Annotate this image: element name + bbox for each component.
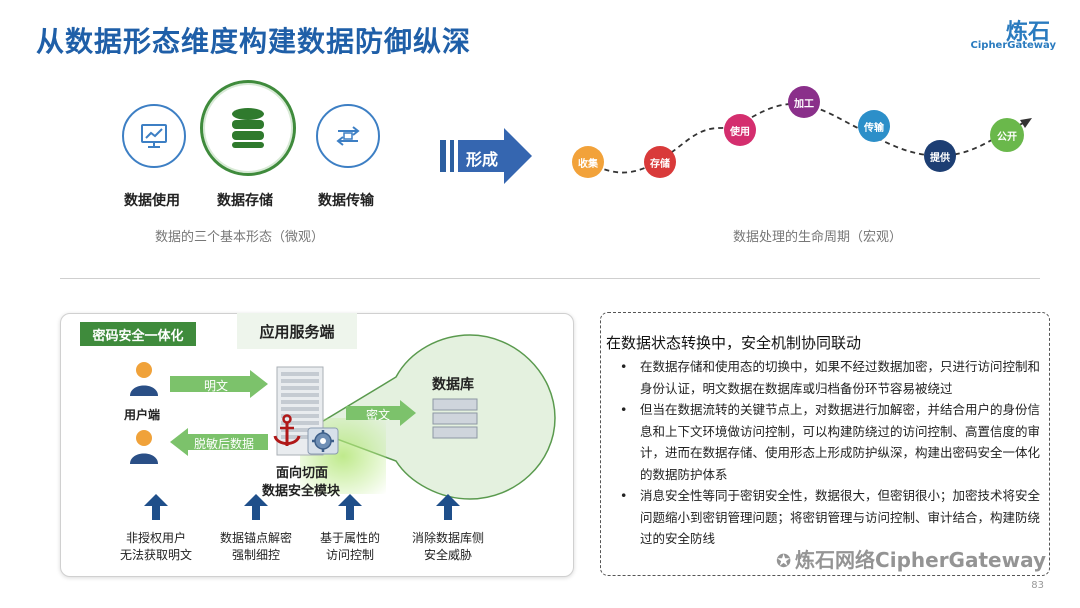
form-arrow-label: 形成	[466, 150, 499, 169]
form-arrow	[440, 128, 532, 184]
lifecycle-caption: 数据处理的生命周期（宏观）	[733, 230, 903, 245]
anchor-icon	[273, 414, 301, 446]
up-arrow-2	[244, 494, 268, 520]
crypto-integration-tag: 密码安全一体化	[80, 322, 196, 346]
logo-cn: 炼石	[1005, 20, 1050, 45]
user-avatar-bottom	[130, 430, 158, 464]
stage-use: 使用	[724, 114, 756, 146]
app-server-label: 应用服务端	[237, 313, 357, 349]
form-label-usage: 数据使用	[124, 193, 180, 209]
desensitized-arrow	[170, 428, 268, 456]
database-label: 数据库	[432, 377, 474, 393]
wechat-icon: ✪	[775, 551, 792, 572]
bullet-2: 但当在数据流转的关键节点上，对数据进行加解密，并结合用户的身份信息和上下文环境做…	[614, 399, 1040, 485]
plaintext-arrow	[170, 370, 268, 398]
explanation-title: 在数据状态转换中，安全机制协同联动	[606, 334, 862, 352]
gear-icon	[307, 427, 339, 455]
data-usage-circle	[122, 104, 186, 168]
up-arrow-4	[436, 494, 460, 520]
stage-transmit: 传输	[858, 110, 890, 142]
database-icon	[232, 108, 264, 148]
user-client-label: 用户端	[124, 408, 161, 422]
stage-public: 公开	[990, 118, 1024, 152]
data-storage-circle	[200, 80, 296, 176]
module-label-2: 数据安全模块	[262, 484, 341, 499]
page-title: 从数据形态维度构建数据防御纵深	[36, 25, 472, 58]
ciphertext-label: 密文	[366, 408, 391, 422]
wechat-watermark: ✪炼石网络CipherGateway	[775, 548, 1046, 572]
logo-en: CipherGateway	[970, 40, 1056, 51]
stage-collect: 收集	[572, 146, 604, 178]
bottom-label-1: 非授权用户无法获取明文	[119, 531, 192, 562]
bottom-label-3: 基于属性的访问控制	[319, 531, 380, 562]
data-transfer-circle	[316, 104, 380, 168]
transfer-icon	[336, 126, 360, 146]
module-label-1: 面向切面	[276, 466, 329, 481]
desensitized-label: 脱敏后数据	[194, 437, 255, 451]
stage-store: 存储	[644, 146, 676, 178]
plaintext-label: 明文	[204, 379, 229, 393]
form-label-storage: 数据存储	[217, 193, 273, 209]
form-label-transfer: 数据传输	[318, 193, 374, 209]
user-avatar-top	[130, 362, 158, 396]
bullet-1: 在数据存储和使用态的切换中，如果不经过数据加密，只进行访问控制和身份认证，明文数…	[614, 356, 1040, 399]
ciphertext-arrow	[346, 400, 416, 426]
monitor-chart-icon	[141, 124, 167, 148]
explanation-bullets: 在数据存储和使用态的切换中，如果不经过数据加密，只进行访问控制和身份认证，明文数…	[614, 356, 1040, 550]
database-stack-icon	[432, 398, 478, 439]
stage-process: 加工	[788, 86, 820, 118]
up-arrow-1	[144, 494, 168, 520]
bottom-label-4: 消除数据库侧安全威胁	[411, 531, 484, 562]
forms-caption: 数据的三个基本形态（微观）	[155, 230, 325, 245]
bullet-3: 消息安全性等同于密钥安全性，数据很大，但密钥很小；加密技术将安全问题缩小到密钥管…	[614, 485, 1040, 550]
stage-provide: 提供	[924, 140, 956, 172]
bottom-label-2: 数据锚点解密强制细控	[219, 531, 292, 562]
up-arrow-3	[338, 494, 362, 520]
section-divider	[60, 278, 1040, 279]
page-number: 83	[1031, 580, 1044, 591]
